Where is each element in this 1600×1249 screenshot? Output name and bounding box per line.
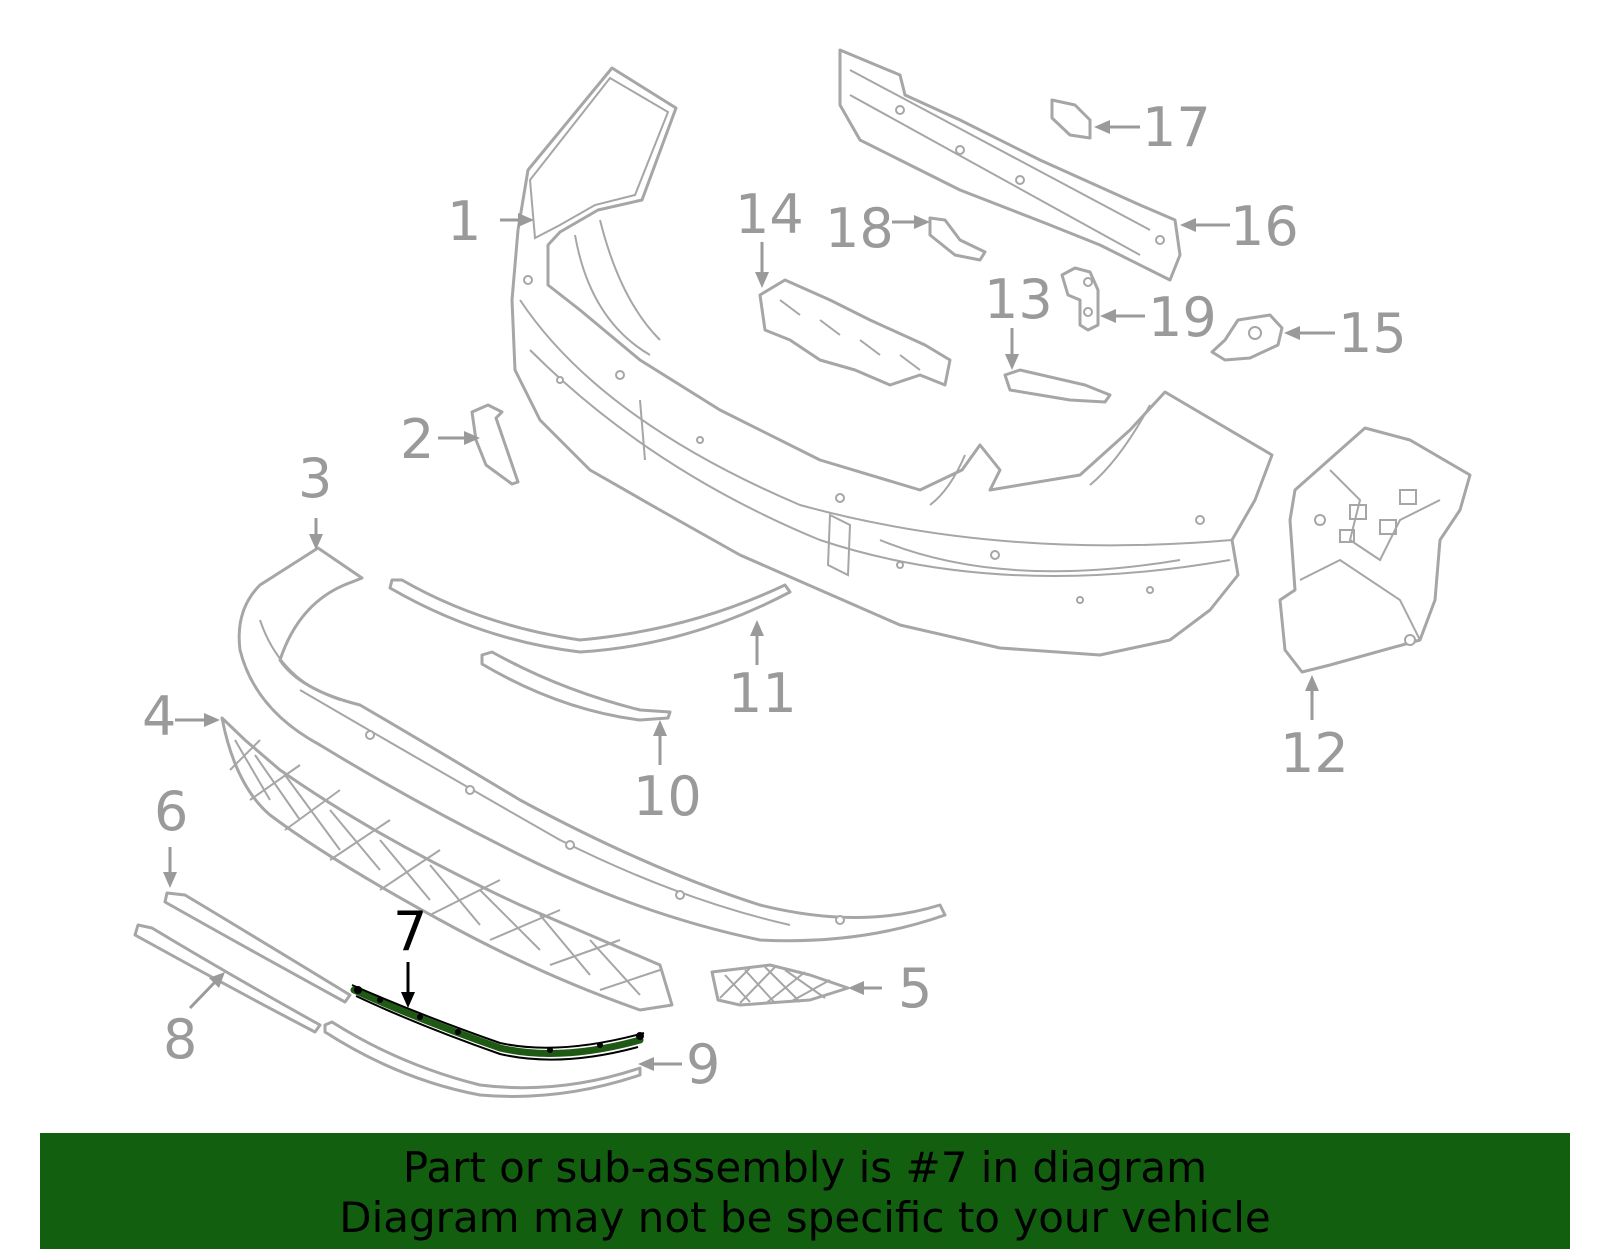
callout-10: 10 xyxy=(633,765,702,828)
callout-16: 16 xyxy=(1230,195,1299,258)
callout-14: 14 xyxy=(735,183,804,246)
part-19-bracket[interactable] xyxy=(1060,266,1100,332)
part-13-bracket[interactable] xyxy=(1003,368,1112,404)
part-5-grille-insert[interactable] xyxy=(710,963,850,1007)
banner-line-2: Diagram may not be specific to your vehi… xyxy=(339,1193,1271,1242)
callout-labels: 1 2 3 4 5 6 7 8 9 10 11 12 13 14 15 16 1… xyxy=(142,96,1407,1096)
callout-3: 3 xyxy=(298,447,332,510)
callout-13: 13 xyxy=(984,268,1053,331)
part-6-trim-strip[interactable] xyxy=(163,891,352,1004)
part-1-bumper-cover[interactable] xyxy=(510,66,1274,657)
callout-arrows xyxy=(163,120,1335,1071)
callout-15: 15 xyxy=(1338,302,1407,365)
part-16-reinforcement-beam[interactable] xyxy=(838,48,1182,282)
part-15-sensor[interactable] xyxy=(1210,313,1284,362)
part-14-energy-absorber[interactable] xyxy=(758,278,952,387)
part-10-reflector-strip[interactable] xyxy=(480,650,672,722)
callout-8: 8 xyxy=(163,1008,197,1071)
part-3-lower-diffuser[interactable] xyxy=(237,546,947,943)
callout-12: 12 xyxy=(1280,722,1349,785)
part-4-grille[interactable] xyxy=(220,716,674,1012)
callout-9: 9 xyxy=(686,1033,720,1096)
part-7-trim-highlighted[interactable] xyxy=(350,984,645,1061)
callout-11: 11 xyxy=(728,662,797,725)
callout-6: 6 xyxy=(154,780,188,843)
part-11-upper-trim[interactable] xyxy=(388,578,792,654)
part-8-trim-strip[interactable] xyxy=(133,923,322,1034)
callout-17: 17 xyxy=(1142,96,1211,159)
banner-line-1: Part or sub-assembly is #7 in diagram xyxy=(402,1143,1208,1192)
callout-4: 4 xyxy=(142,685,176,748)
part-18-clip[interactable] xyxy=(928,216,987,262)
callout-18: 18 xyxy=(825,197,894,260)
callout-2: 2 xyxy=(400,408,434,471)
part-17-clip[interactable] xyxy=(1050,98,1092,140)
callout-1: 1 xyxy=(447,190,481,253)
callout-19: 19 xyxy=(1148,286,1217,349)
part-12-side-bracket[interactable] xyxy=(1278,426,1472,674)
callout-7: 7 xyxy=(393,900,427,963)
part-2-bracket[interactable] xyxy=(470,403,520,486)
info-banner: Part or sub-assembly is #7 in diagram Di… xyxy=(40,1133,1570,1249)
callout-5: 5 xyxy=(898,957,932,1020)
part-9-lower-trim[interactable] xyxy=(323,1020,642,1098)
